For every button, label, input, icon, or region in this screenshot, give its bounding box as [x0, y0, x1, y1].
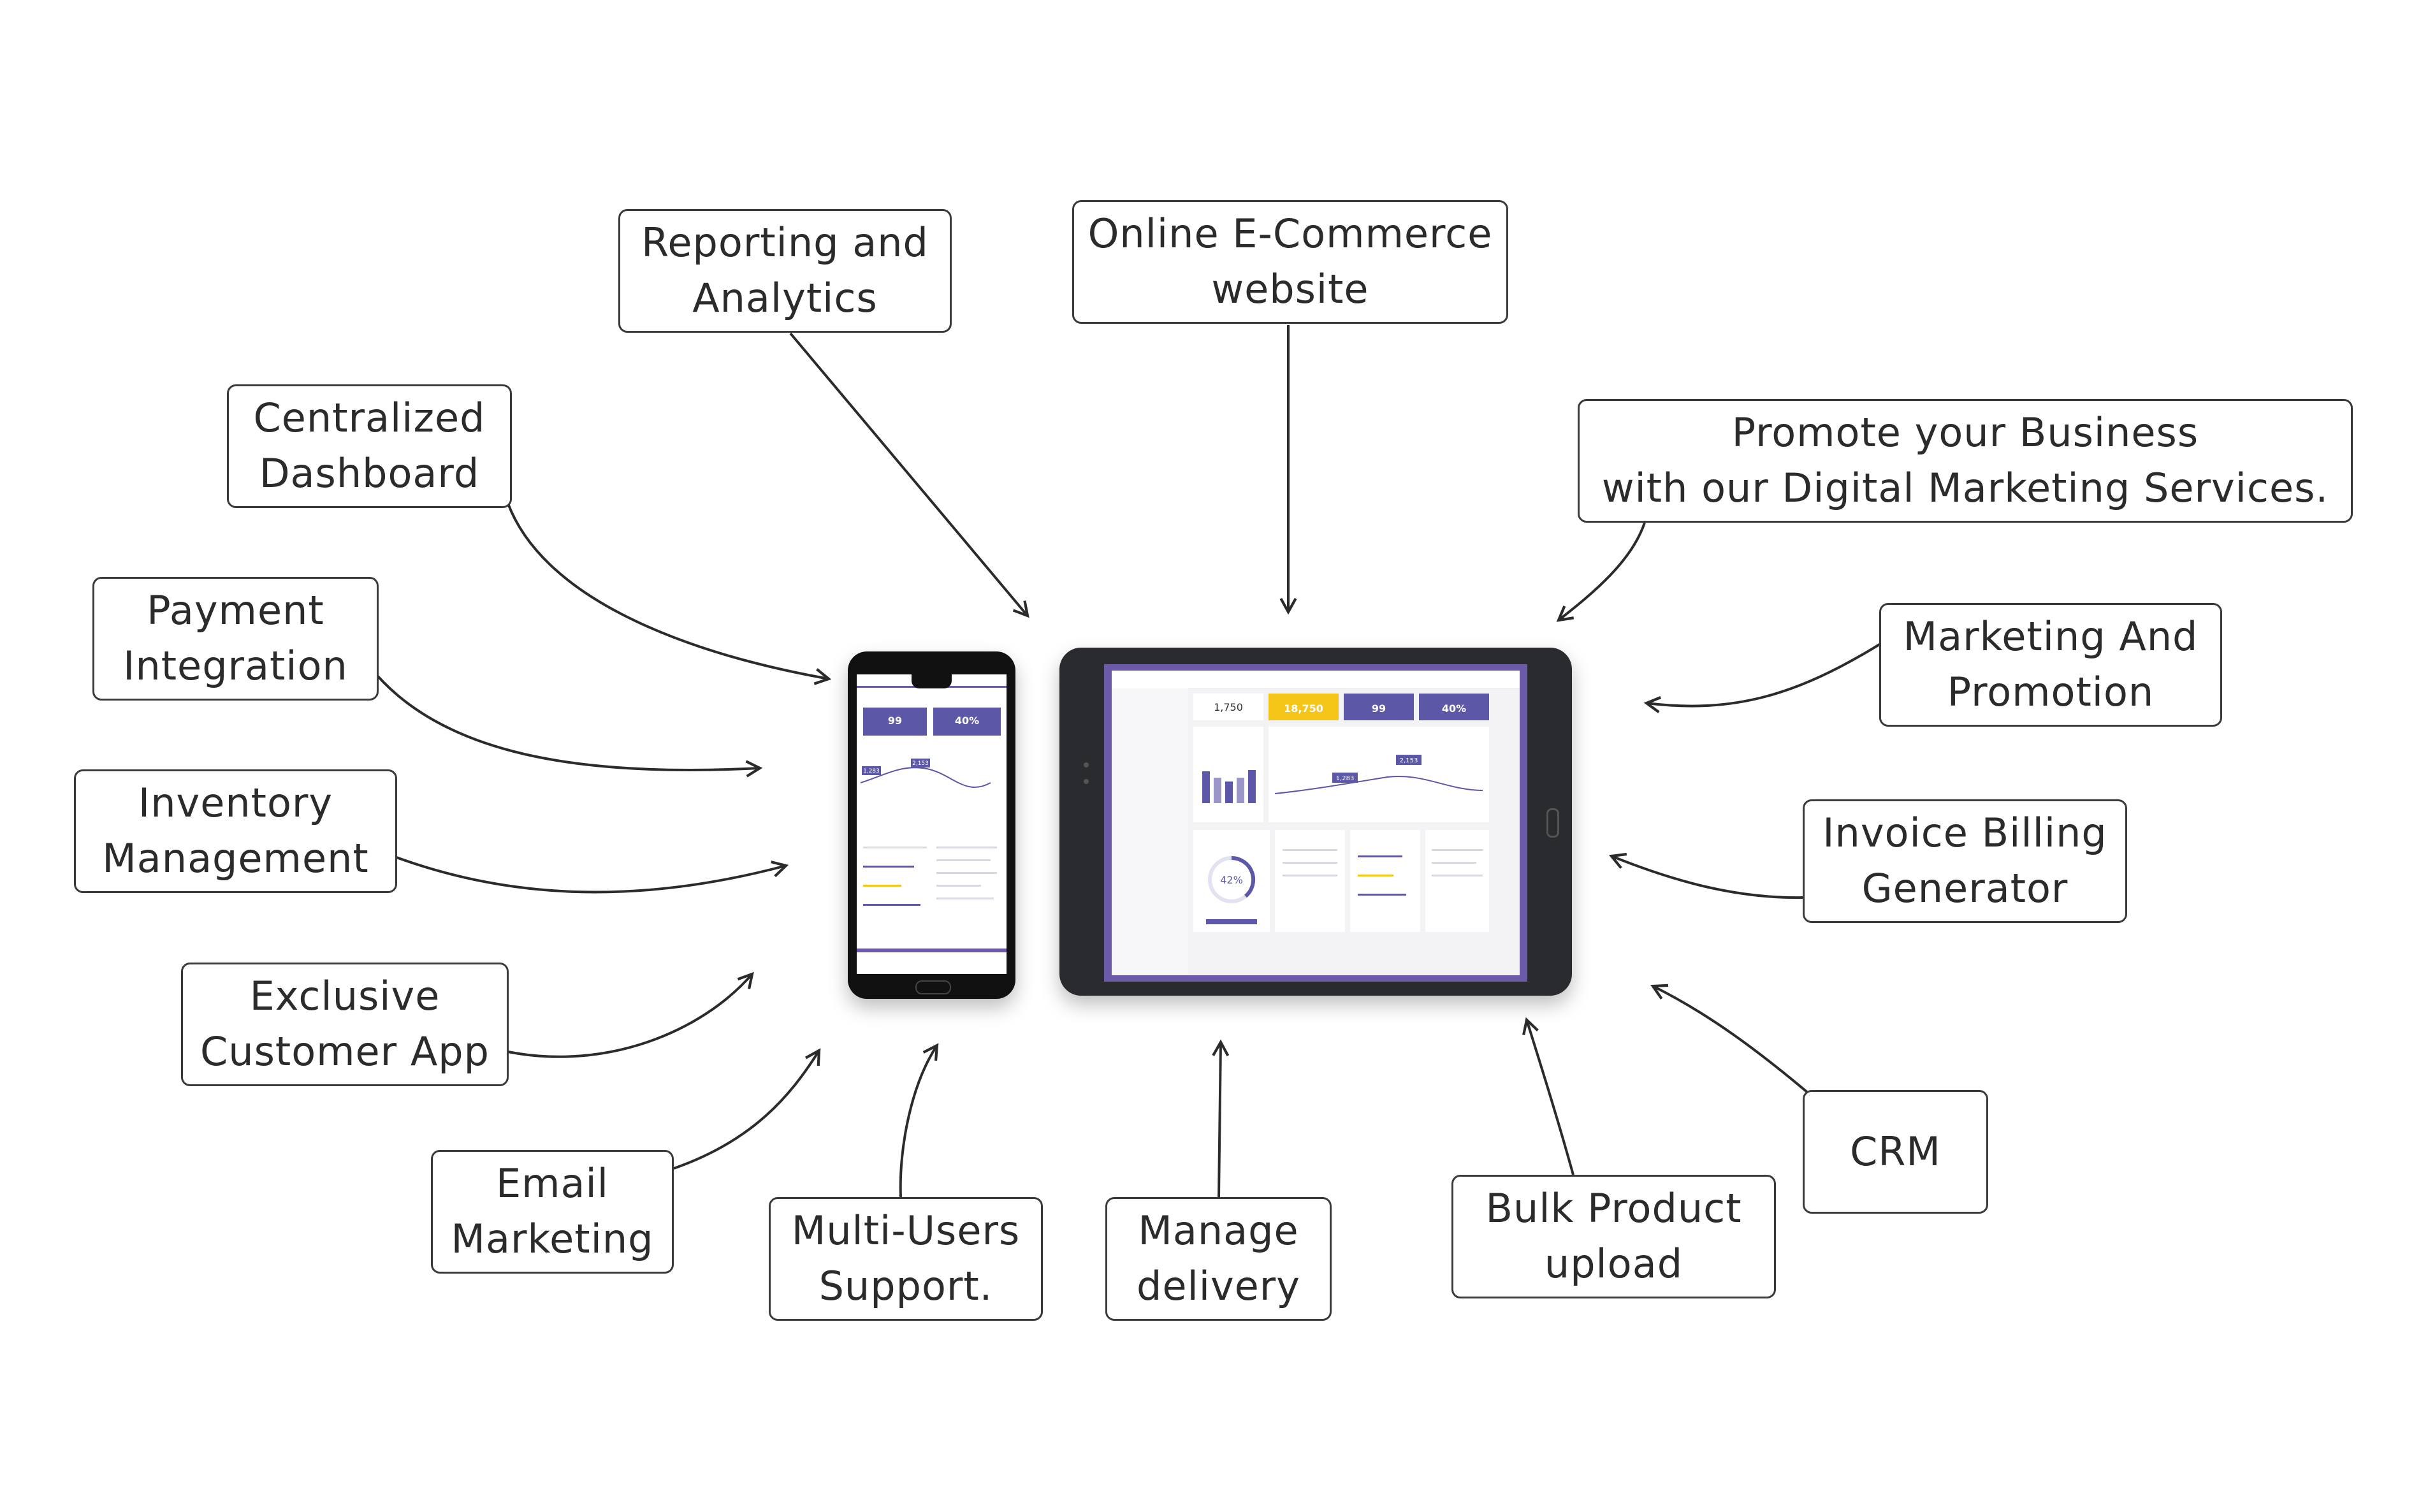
phone-mockup: 99 40% 1,283 2,153: [848, 651, 1015, 999]
invoice-billing-box: Invoice Billing Generator: [1803, 799, 2127, 923]
phone-stat-card: 99: [863, 708, 927, 736]
arrow-bulk-upload: [1522, 1017, 1574, 1175]
arrow-customer-app: [507, 971, 754, 1058]
tablet-stat-card: 99: [1344, 694, 1414, 720]
crm-box: CRM: [1803, 1090, 1988, 1214]
tablet-stat-card: 40%: [1419, 694, 1489, 720]
phone-stat-card: 40%: [933, 708, 1001, 736]
svg-text:2,153: 2,153: [912, 760, 929, 767]
phone-home-button: [915, 980, 951, 994]
arrow-dashboard: [507, 503, 832, 685]
reporting-analytics-box: Reporting and Analytics: [618, 209, 952, 333]
tablet-home-button: [1546, 808, 1559, 838]
tablet-stat-card: 1,750: [1193, 694, 1263, 720]
payment-integration-box: Payment Integration: [92, 577, 379, 701]
multi-users-box: Multi-Users Support.: [769, 1197, 1043, 1321]
tablet-stat-card: 18,750: [1269, 694, 1339, 720]
tablet-screen-frame: 1,750 18,750 99 40%: [1104, 664, 1527, 982]
email-marketing-box: Email Marketing: [431, 1150, 674, 1274]
arrow-payment: [376, 674, 763, 778]
arrow-invoice: [1608, 852, 1803, 899]
customer-app-box: Exclusive Customer App: [181, 963, 509, 1086]
centralized-dashboard-box: Centralized Dashboard: [227, 384, 512, 508]
arrow-marketing: [1643, 643, 1882, 713]
arrow-crm: [1650, 984, 1810, 1094]
tablet-bar-chart: [1193, 727, 1263, 822]
bulk-product-upload-box: Bulk Product upload: [1451, 1175, 1776, 1298]
phone-line-chart: 1,283 2,153: [860, 759, 991, 788]
phone-screen: 99 40% 1,283 2,153: [857, 674, 1007, 974]
phone-notch: [912, 674, 952, 688]
svg-text:1,283: 1,283: [863, 768, 880, 774]
arrow-email: [673, 1048, 821, 1170]
arrow-multi-users: [899, 1043, 939, 1198]
svg-text:42%: 42%: [1220, 874, 1243, 886]
inventory-management-box: Inventory Management: [74, 769, 397, 893]
arrow-reporting: [789, 332, 1029, 618]
promote-business-box: Promote your Business with our Digital M…: [1578, 399, 2353, 523]
svg-text:1,283: 1,283: [1336, 775, 1355, 782]
tablet-sidebar: [1112, 688, 1188, 975]
tablet-mockup: 1,750 18,750 99 40%: [1059, 648, 1572, 996]
ecommerce-website-box: Online E-Commerce website: [1072, 200, 1508, 324]
manage-delivery-box: Manage delivery: [1105, 1197, 1332, 1321]
arrow-delivery: [1212, 1039, 1230, 1198]
tablet-gauge-panel: 42%: [1193, 830, 1270, 932]
tablet-screen: 1,750 18,750 99 40%: [1112, 671, 1520, 975]
arrow-promote: [1556, 522, 1646, 622]
arrow-inventory: [396, 856, 789, 894]
tablet-line-chart: 1,283 2,153: [1269, 727, 1489, 822]
svg-text:2,153: 2,153: [1400, 757, 1418, 764]
marketing-promotion-box: Marketing And Promotion: [1879, 603, 2222, 727]
